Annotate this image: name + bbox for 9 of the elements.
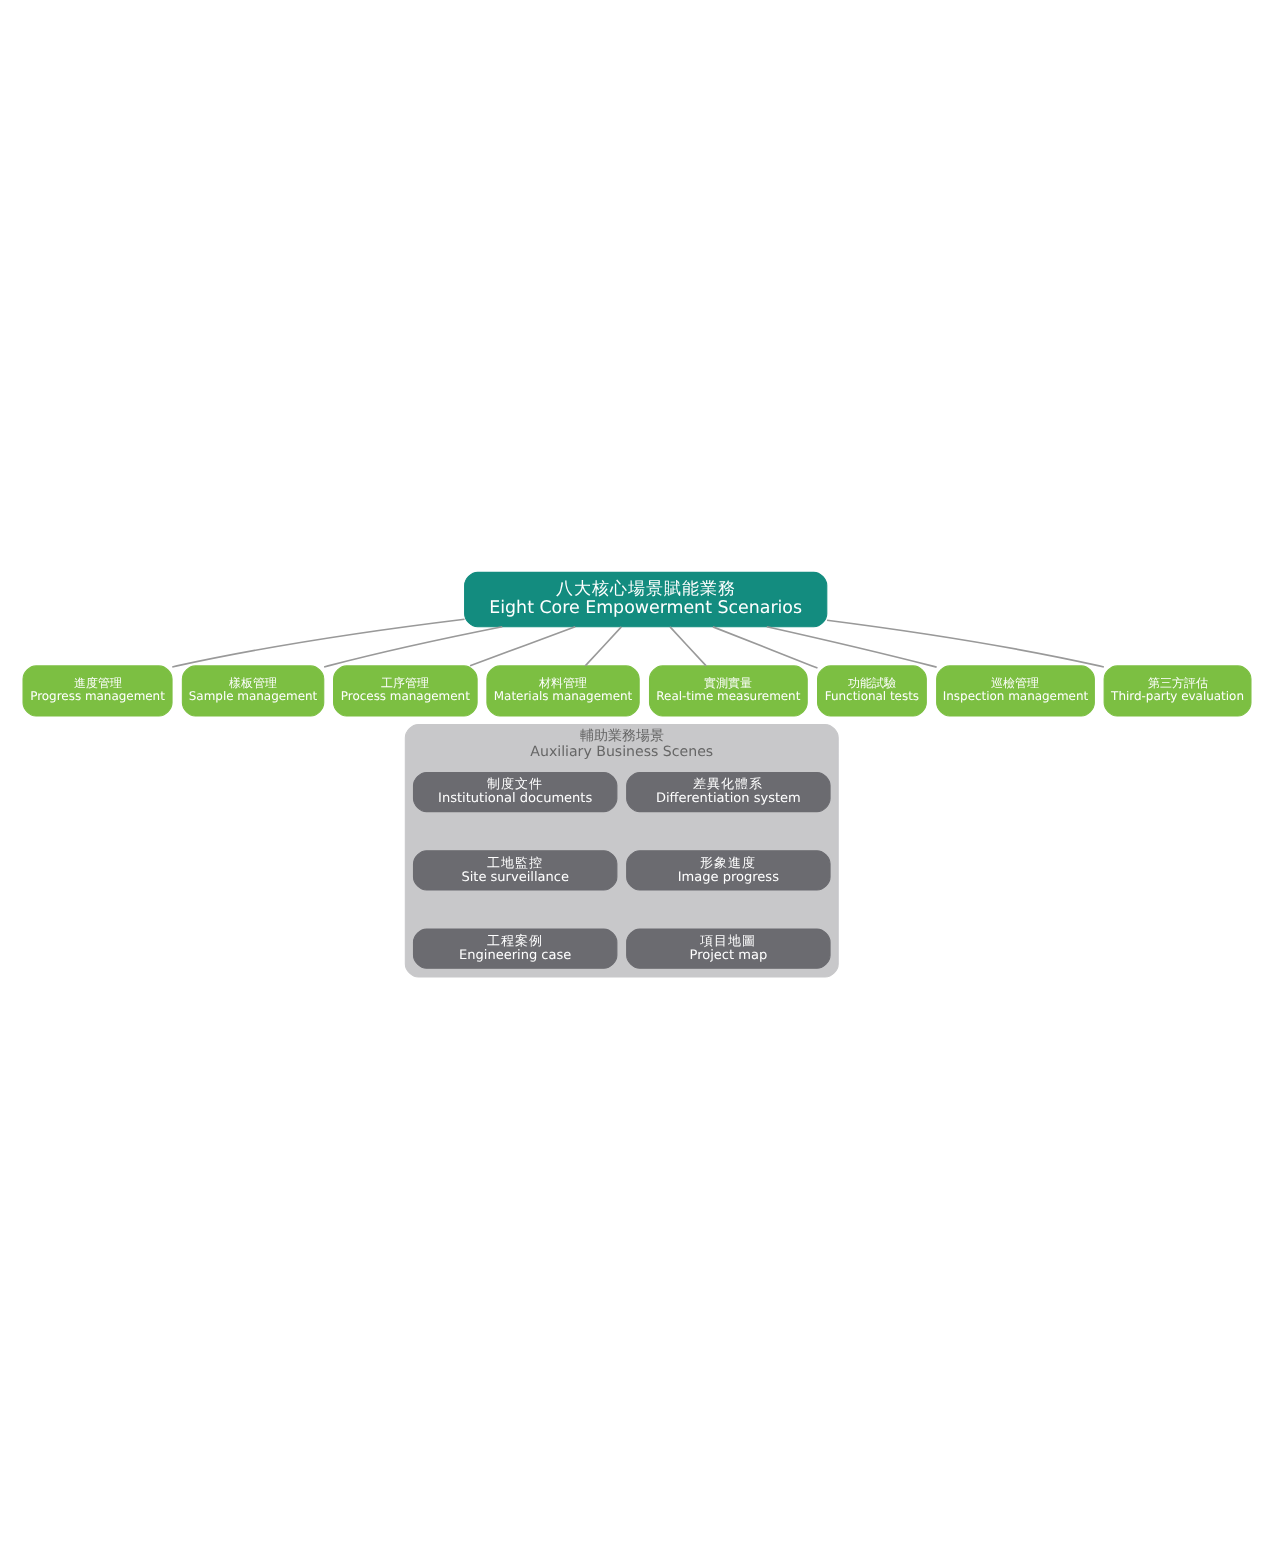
connector [826,619,1105,668]
node-box: 八大核心場景賦能業務 Eight Core Empowerment Scenarios [464,571,828,628]
connector [584,626,623,667]
connector [765,625,938,668]
connector [669,626,707,667]
connector [712,626,819,669]
connector [469,625,577,667]
connector [323,625,504,668]
connector [171,618,466,668]
